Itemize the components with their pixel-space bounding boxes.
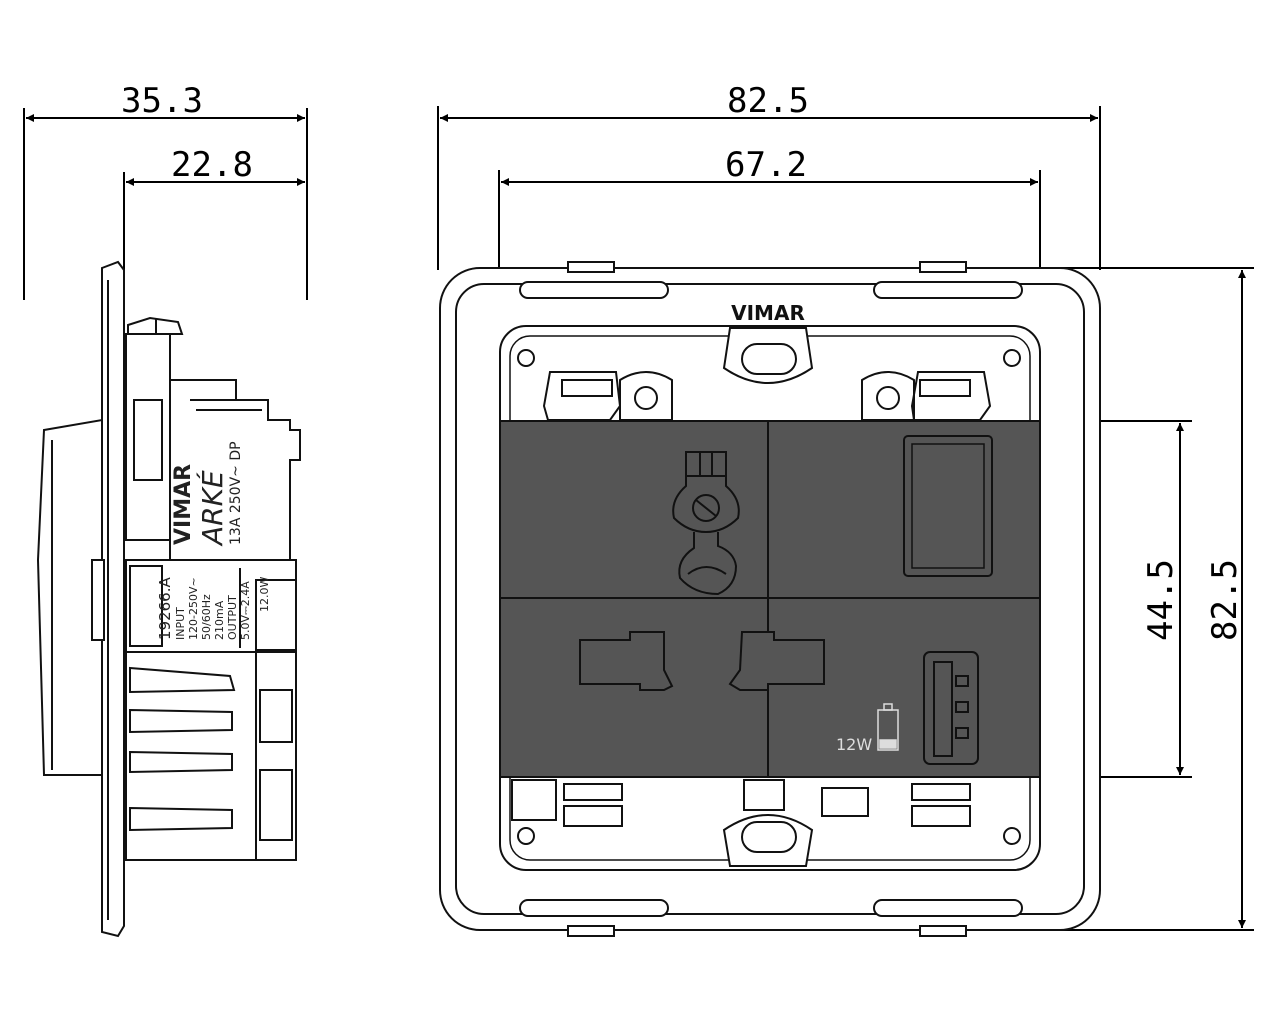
side-labels: VIMAR ARKÉ 13A 250V~ DP 19266.A INPUT 12… xyxy=(156,441,271,640)
side-output-label: OUTPUT xyxy=(226,595,239,640)
side-brand-text: VIMAR xyxy=(171,464,196,545)
side-input-voltage: 120-250V~ xyxy=(187,577,200,640)
usb-port[interactable] xyxy=(923,651,979,765)
rocker-switch[interactable] xyxy=(903,435,993,577)
socket-hole-right xyxy=(728,631,825,691)
side-view xyxy=(36,260,301,938)
side-model-code: 19266.A xyxy=(156,577,174,640)
side-series-text: ARKÉ xyxy=(195,470,229,547)
universal-socket xyxy=(579,631,825,691)
dim-front-plate-width: 82.5 xyxy=(727,81,809,121)
top-clips xyxy=(542,371,992,421)
side-output-spec: 5.0V⎓2.4A xyxy=(239,581,252,640)
fixing-holes xyxy=(517,349,1021,845)
front-view: VIMAR xyxy=(439,261,1101,937)
bottom-clips xyxy=(511,779,971,827)
side-front-cover xyxy=(36,418,103,776)
side-input-current: 210mA xyxy=(213,600,226,640)
top-screw-slot xyxy=(741,343,797,375)
dim-module-height: 44.5 xyxy=(1141,559,1181,641)
side-terminals xyxy=(129,666,236,832)
front-plate-inner xyxy=(455,283,1085,915)
dim-side-total: 35.3 xyxy=(121,81,203,121)
front-brand-text: VIMAR xyxy=(731,301,805,325)
bottom-screw-slot xyxy=(741,821,797,853)
dim-front-module-width: 67.2 xyxy=(725,145,807,185)
plate-slots xyxy=(519,281,1023,917)
battery-icon xyxy=(877,703,899,751)
socket-hole-left xyxy=(579,631,674,691)
earth-pin-socket xyxy=(672,451,740,596)
usb-power-label: 12W xyxy=(836,735,872,754)
side-plate xyxy=(101,260,125,938)
side-input-freq: 50/60Hz xyxy=(200,594,213,640)
dim-side-body: 22.8 xyxy=(171,145,253,185)
side-output-power: 12.0W xyxy=(258,577,271,612)
dim-plate-height: 82.5 xyxy=(1205,559,1245,641)
side-rating-text: 13A 250V~ DP xyxy=(228,441,244,545)
side-input-label: INPUT xyxy=(174,607,187,640)
